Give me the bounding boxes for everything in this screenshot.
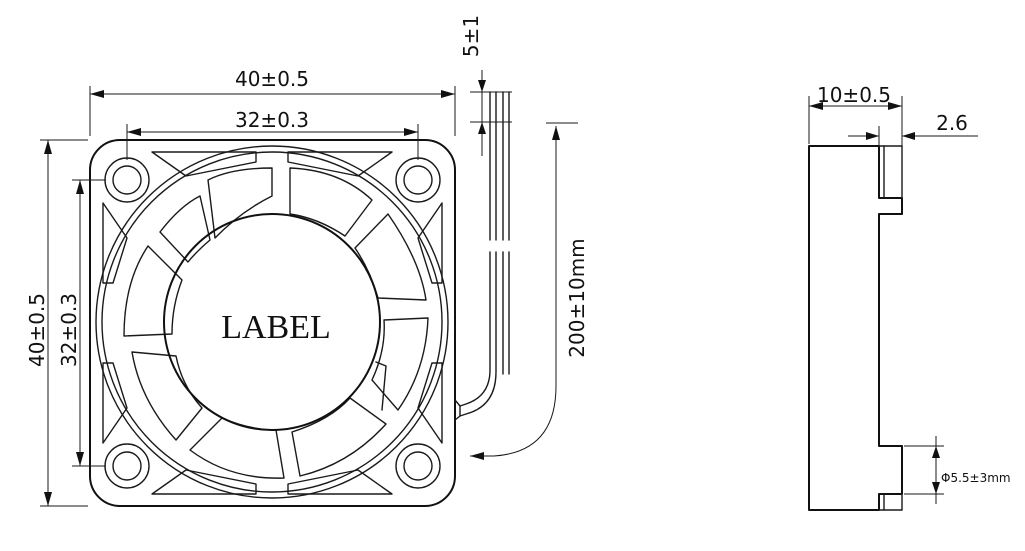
fan-hub bbox=[163, 213, 381, 431]
lead-wires bbox=[454, 91, 510, 421]
dim-hole-width-text: 32±0.3 bbox=[235, 108, 309, 132]
frame-ribs bbox=[102, 151, 443, 495]
fan-frame-outer bbox=[89, 139, 456, 507]
dim-hole-dia: Φ5.5±3mm bbox=[904, 436, 1011, 504]
side-view: 10±0.5 2.6 Φ5.5±3mm bbox=[808, 83, 1011, 511]
wire-channel bbox=[375, 361, 387, 411]
dim-hole-height-text: 32±0.3 bbox=[57, 293, 81, 367]
dim-lead-length: 200±10mm bbox=[470, 122, 589, 460]
dim-flange-text: 2.6 bbox=[936, 111, 968, 135]
dim-flange: 2.6 bbox=[848, 111, 978, 146]
hub-label: LABEL bbox=[221, 309, 331, 346]
mount-hole-bottom-right bbox=[395, 443, 441, 489]
dim-hole-height: 32±0.3 bbox=[57, 179, 106, 467]
fan-inner-ring-2 bbox=[101, 151, 443, 493]
dim-lead-strip-text: 5±1 bbox=[459, 15, 483, 57]
mount-hole-top-right bbox=[395, 157, 441, 203]
mount-hole-top-left bbox=[104, 157, 150, 203]
dim-hole-dia-text: Φ5.5±3mm bbox=[941, 471, 1011, 485]
dim-outer-height: 40±0.5 bbox=[25, 139, 88, 507]
dim-lead-strip: 5±1 bbox=[459, 15, 512, 156]
dim-outer-width: 40±0.5 bbox=[89, 67, 456, 136]
dim-outer-height-text: 40±0.5 bbox=[25, 293, 49, 367]
dim-outer-width-text: 40±0.5 bbox=[235, 67, 309, 91]
front-view: LABEL 40±0.5 bbox=[25, 15, 589, 507]
dim-thickness: 10±0.5 bbox=[808, 83, 903, 144]
dim-thickness-text: 10±0.5 bbox=[817, 83, 891, 107]
dim-hole-width: 32±0.3 bbox=[126, 108, 419, 160]
fan-inner-ring bbox=[95, 145, 449, 499]
side-profile bbox=[808, 145, 903, 511]
mount-hole-bottom-left bbox=[104, 443, 150, 489]
dim-lead-length-text: 200±10mm bbox=[565, 238, 589, 357]
